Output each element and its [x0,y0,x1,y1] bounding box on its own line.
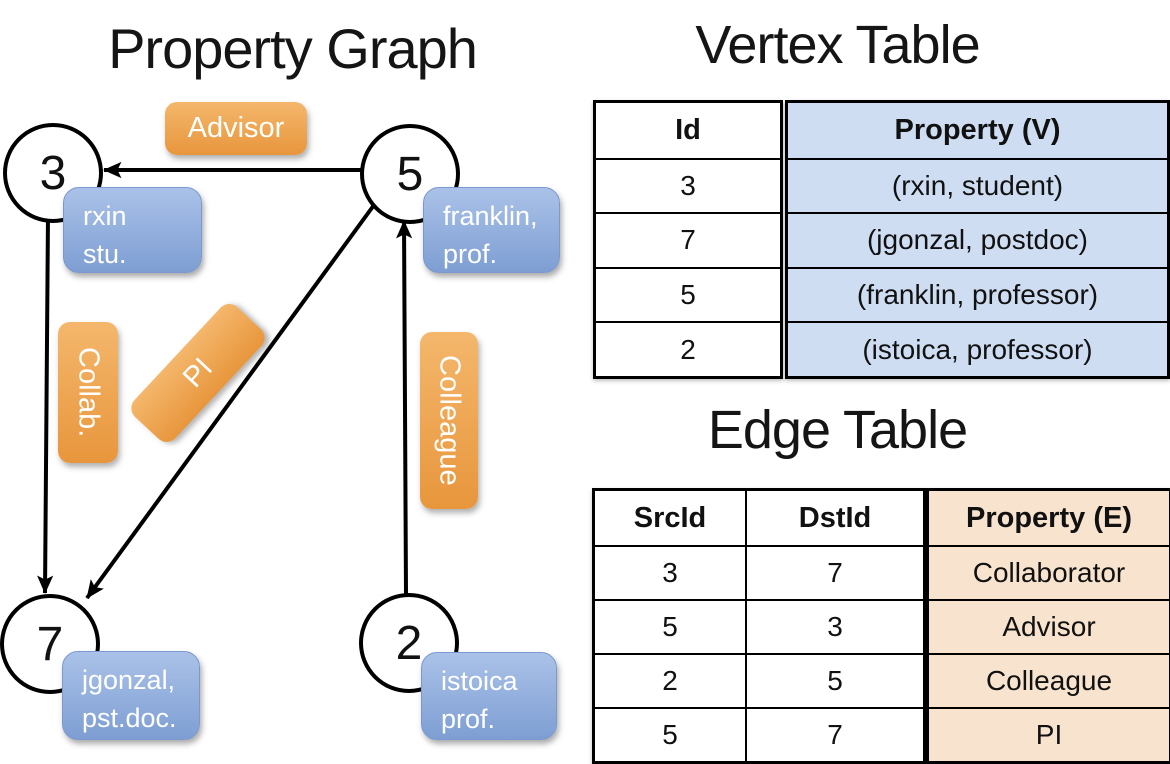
property-graph-title: Property Graph [108,17,478,80]
column-header: Id [675,113,701,146]
vertex-property-box-3: rxin stu. [63,187,202,273]
table-cell: 5 [596,266,780,322]
property-line: franklin, [443,201,538,231]
vertex-property-box-2: istoica prof. [421,652,557,740]
node-id: 5 [396,147,424,201]
table-cell: 2 [596,321,780,376]
table-cell: (franklin, professor) [788,266,1167,322]
property-line: stu. [83,239,127,270]
property-line: jgonzal, [82,665,176,695]
table-cell: 5 [745,653,923,707]
table-cell: Collaborator [929,545,1169,599]
graph-node-5: 5 [360,124,460,224]
table-cell: 2 [595,653,745,707]
edge-label-collab: Collab. [58,322,118,463]
table-cell: 5 [595,599,745,653]
edge-colleague-2-5 [395,220,413,595]
column-header: Property (V) [894,113,1061,146]
table-cell: (rxin, student) [788,157,1167,213]
vertex-property-box-7: jgonzal, pst.doc. [62,651,200,740]
node-id: 3 [39,146,67,200]
table-cell: PI [929,707,1169,761]
property-line: prof. [443,239,498,270]
edge-table-title: Edge Table [707,400,968,460]
table-cell: Advisor [929,599,1169,653]
node-id: 7 [36,617,64,671]
table-cell: 7 [745,545,923,599]
property-line: rxin [83,201,127,231]
table-cell: 3 [745,599,923,653]
table-cell: (istoica, professor) [788,321,1167,376]
column-header: Property (E) [966,501,1132,534]
vertex-table-property-column: Property (V) (rxin, student)(jgonzal, po… [785,100,1170,379]
edge-label-text: PI [176,351,219,394]
table-cell: Colleague [929,653,1169,707]
edge-collab-3-7 [37,214,54,594]
property-line: prof. [441,704,496,735]
table-cell: 7 [596,212,780,267]
table-cell: 5 [595,707,745,761]
column-header: SrcId [633,501,707,534]
edge-label-colleague: Colleague [420,332,478,509]
edge-label-text: Colleague [433,355,466,486]
edge-label-text: Advisor [187,112,285,144]
vertex-table-title: Vertex Table [695,15,980,75]
edge-label-advisor: Advisor [165,102,307,155]
table-cell: 3 [596,157,780,213]
property-line: istoica [441,666,518,696]
table-cell: 3 [595,545,745,599]
edge-pi-5-7 [85,203,376,600]
vertex-property-box-5: franklin, prof. [423,187,560,273]
node-id: 2 [395,616,423,670]
property-line: pst.doc. [82,703,177,734]
graph-edges-canvas [37,161,413,600]
graph-node-2: 2 [359,593,459,693]
table-cell: (jgonzal, postdoc) [788,212,1167,267]
table-cell: 7 [745,707,923,761]
edge-label-text: Collab. [72,347,105,438]
column-header: DstId [745,491,923,545]
